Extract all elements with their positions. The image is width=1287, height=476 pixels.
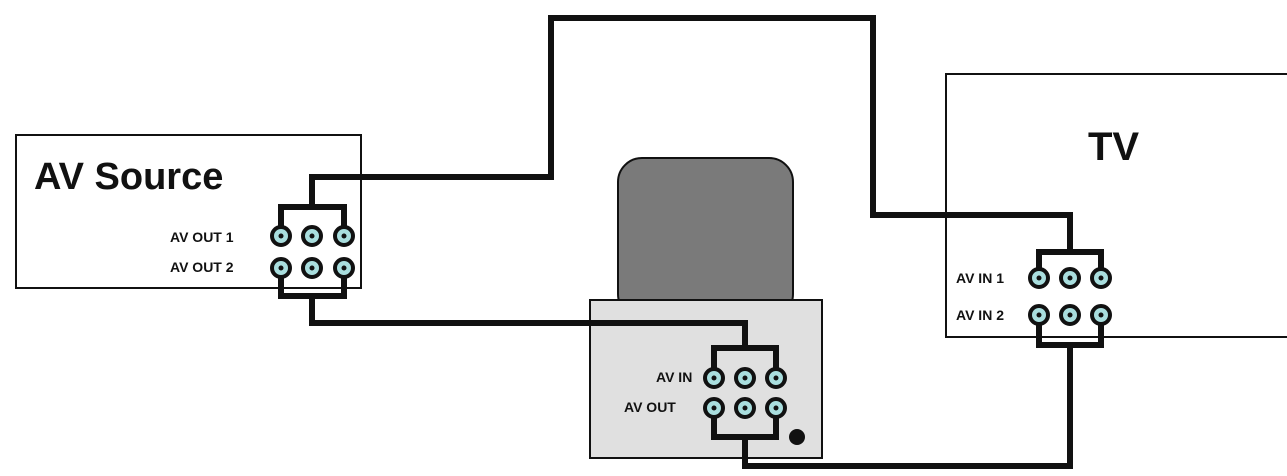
jack[interactable] [1028, 304, 1050, 326]
jack[interactable] [301, 225, 323, 247]
av-source-jacks [270, 225, 355, 279]
recorder-av-in-label: AV IN [656, 369, 692, 385]
av-in-1-label: AV IN 1 [956, 270, 1004, 286]
cable-out2-to-recorder-in [278, 268, 779, 378]
av-out-2-label: AV OUT 2 [170, 259, 234, 275]
jack[interactable] [734, 397, 756, 419]
jack[interactable] [765, 367, 787, 389]
cable-out1-to-tv-in1 [278, 15, 1104, 278]
recorder-top-unit [617, 157, 794, 319]
jack[interactable] [765, 397, 787, 419]
jack[interactable] [333, 225, 355, 247]
jack[interactable] [703, 397, 725, 419]
jack[interactable] [1059, 304, 1081, 326]
recorder-av-out-label: AV OUT [624, 399, 676, 415]
jack[interactable] [734, 367, 756, 389]
av-out-1-label: AV OUT 1 [170, 229, 234, 245]
av-in-2-label: AV IN 2 [956, 307, 1004, 323]
cable-recorder-out-to-tv-in2 [711, 315, 1104, 469]
av-source-title: AV Source [34, 156, 223, 198]
jack[interactable] [1090, 267, 1112, 289]
jack[interactable] [1090, 304, 1112, 326]
jack[interactable] [1059, 267, 1081, 289]
tv-box [945, 73, 1287, 338]
cables [278, 15, 1104, 469]
jack[interactable] [1028, 267, 1050, 289]
jack[interactable] [333, 257, 355, 279]
recorder-indicator-dot [789, 429, 805, 445]
jack[interactable] [270, 257, 292, 279]
jack[interactable] [270, 225, 292, 247]
tv-title: TV [1088, 125, 1139, 169]
jack[interactable] [301, 257, 323, 279]
tv-jacks [1028, 267, 1112, 326]
jack[interactable] [703, 367, 725, 389]
recorder-jacks [703, 367, 787, 419]
